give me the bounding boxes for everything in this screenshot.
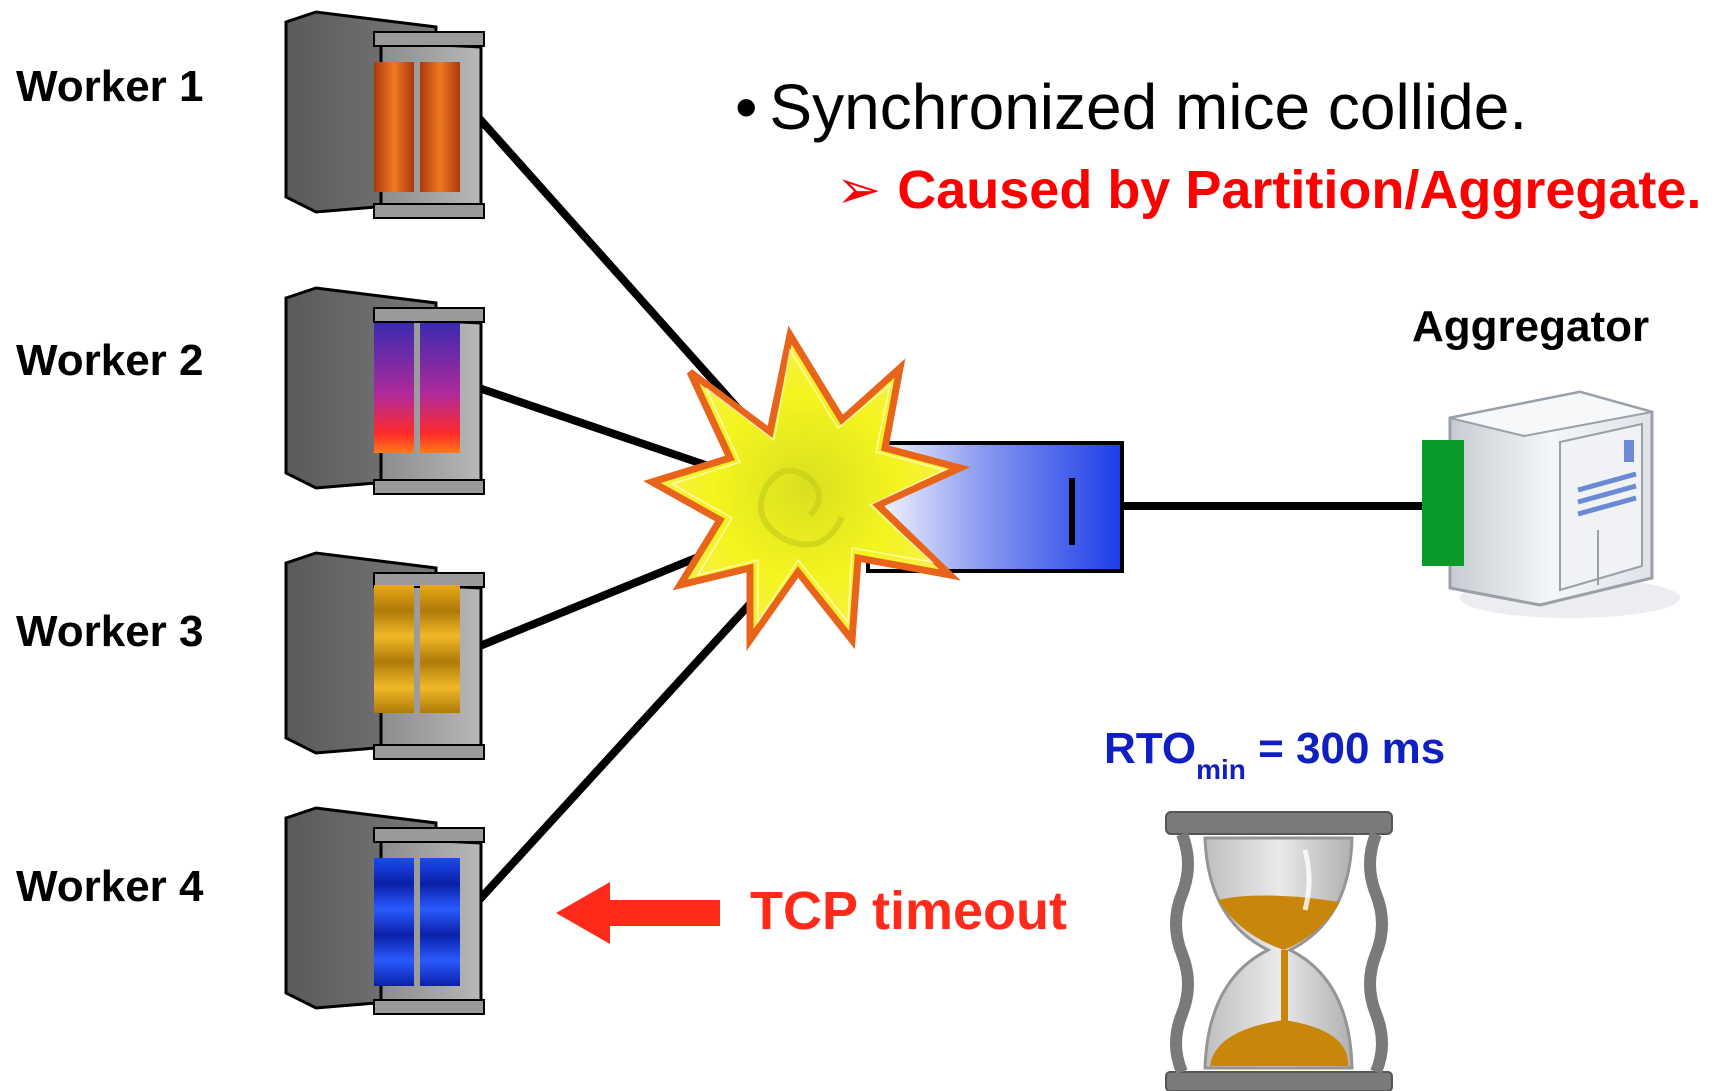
collision-burst-icon xyxy=(643,325,971,652)
rto-main: RTO xyxy=(1104,724,1197,773)
rto-subscript: min xyxy=(1196,754,1246,785)
rto-label: RTOmin = 300 ms xyxy=(1104,724,1446,785)
bullet-text: Synchronized mice collide. xyxy=(769,71,1528,143)
link-worker-2 xyxy=(468,381,737,479)
aggregator-label: Aggregator xyxy=(1412,302,1650,351)
bullet-point: •Synchronized mice collide. xyxy=(735,70,1527,144)
rto-value: = 300 ms xyxy=(1245,724,1446,773)
sub-bullet-point: ➢Caused by Partition/Aggregate. xyxy=(836,158,1701,221)
sub-bullet-arrow-icon: ➢ xyxy=(836,160,882,220)
aggregator-server-icon xyxy=(1422,390,1680,618)
worker-links xyxy=(467,105,793,913)
worker-1-server-icon xyxy=(284,10,485,219)
worker-2-label: Worker 2 xyxy=(16,336,204,385)
worker-1-label: Worker 1 xyxy=(16,62,204,111)
worker-3-server-icon xyxy=(284,551,485,760)
worker-2-server-icon xyxy=(284,286,485,495)
worker-3-label: Worker 3 xyxy=(16,607,204,656)
link-worker-4 xyxy=(467,557,793,913)
sub-bullet-text: Caused by Partition/Aggregate. xyxy=(897,160,1702,220)
worker-4-label: Worker 4 xyxy=(16,862,204,911)
tcp-timeout-label: TCP timeout xyxy=(750,881,1068,941)
link-worker-1 xyxy=(467,105,778,453)
timeout-arrow-icon xyxy=(556,882,720,944)
bullet-symbol: • xyxy=(735,71,758,143)
hourglass-icon xyxy=(1165,811,1393,1091)
worker-4-server-icon xyxy=(284,806,485,1015)
